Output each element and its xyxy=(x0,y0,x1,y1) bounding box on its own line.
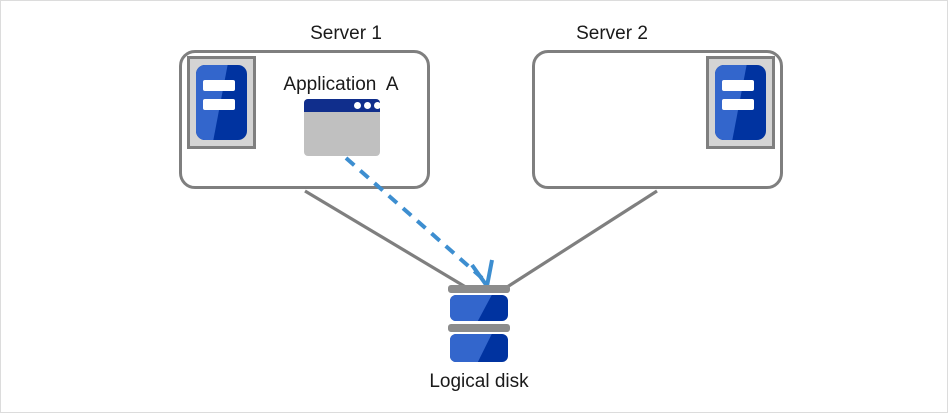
window-dot-1 xyxy=(354,102,361,109)
application-window-icon[interactable] xyxy=(304,99,380,156)
connector-server2-to-disk xyxy=(503,189,658,291)
server-chassis xyxy=(196,65,247,140)
application-window-titlebar xyxy=(304,99,380,112)
server2-title: Server 2 xyxy=(576,23,648,44)
server-led-bar-2 xyxy=(203,98,235,110)
server2-box[interactable] xyxy=(532,50,783,189)
window-dot-3 xyxy=(374,102,380,109)
server1-box[interactable] xyxy=(179,50,430,189)
disk-plate-middle xyxy=(448,324,510,332)
server1-rack-icon xyxy=(187,56,256,149)
disk-block-lower xyxy=(450,334,508,362)
server-chassis xyxy=(715,65,766,140)
logical-disk-title: Logical disk xyxy=(429,371,529,392)
arrowhead-v-icon xyxy=(470,259,494,291)
connector-arrowhead-icon xyxy=(470,244,492,287)
server1-title: Server 1 xyxy=(310,23,382,44)
server-led-bar-1 xyxy=(722,80,754,92)
server-led-bar-1 xyxy=(203,80,235,92)
disk-plate-top xyxy=(448,285,510,293)
server-led-bar-2 xyxy=(722,98,754,110)
window-dot-2 xyxy=(364,102,371,109)
connector-server1-to-disk xyxy=(304,189,470,291)
application-a-title: Application A xyxy=(283,74,399,95)
server2-rack-icon xyxy=(706,56,775,149)
disk-block-upper xyxy=(450,295,508,321)
logical-disk-icon[interactable] xyxy=(448,285,510,365)
